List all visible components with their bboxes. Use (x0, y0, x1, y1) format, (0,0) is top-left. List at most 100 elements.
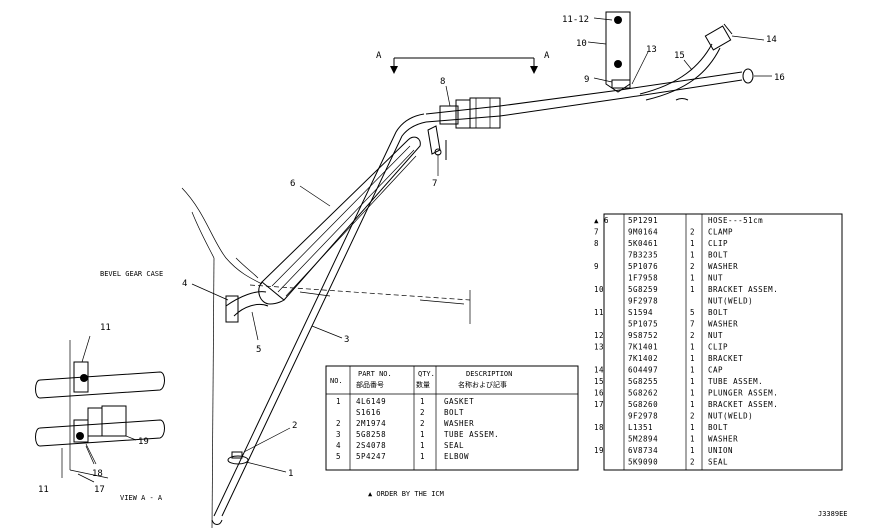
left-row-qty: 2 (420, 408, 425, 417)
right-row-part: 5G8259 (628, 285, 658, 294)
left-row-part: 2M1974 (356, 419, 386, 428)
dipstick-flange (227, 451, 249, 465)
left-row-desc: BOLT (444, 408, 464, 417)
right-row-part: 9F2978 (628, 297, 658, 306)
drawing-number: J3389EE (818, 510, 848, 518)
right-row-qty: 1 (690, 343, 695, 352)
left-table-header-qty-jp: 数量 (416, 380, 430, 389)
right-row-qty: 1 (690, 400, 695, 409)
right-row-part: 5M2894 (628, 435, 658, 444)
right-row-desc: NUT(WELD) (708, 412, 753, 421)
left-row-qty: 1 (420, 452, 425, 461)
section-label-left: A (376, 51, 382, 61)
left-row-desc: GASKET (444, 397, 474, 406)
right-row-no: 7 (594, 228, 599, 237)
right-row-desc: PLUNGER ASSEM. (708, 389, 778, 398)
gear-case-outline (181, 187, 471, 528)
right-row-no: 10 (594, 285, 604, 294)
right-row-desc: BOLT (708, 251, 728, 260)
right-row-qty: 5 (690, 308, 695, 317)
right-row-part: 9S8752 (628, 331, 658, 340)
right-row-part: 5G8255 (628, 377, 658, 386)
right-row-part: 9M0164 (628, 228, 658, 237)
bevel-gear-case-label: BEVEL GEAR CASE (100, 270, 163, 278)
left-table-header-desc: DESCRIPTION (466, 370, 512, 378)
dipstick-tube (211, 113, 427, 525)
callout-11-view-top: 11 (100, 323, 111, 333)
right-row-part: 6O4497 (628, 366, 658, 375)
right-row-no: 19 (594, 446, 604, 455)
right-row-desc: CLIP (708, 239, 728, 248)
left-row-no: 5 (336, 452, 341, 461)
breather-hose (258, 136, 421, 305)
left-row-qty: 1 (420, 430, 425, 439)
right-row-no: 17 (594, 400, 604, 409)
right-row-part: 7B3235 (628, 251, 658, 260)
right-row-no: 11 (594, 308, 604, 317)
clamp-bracket (427, 125, 447, 160)
left-row-qty: 2 (420, 419, 425, 428)
callout-7: 7 (432, 179, 437, 189)
right-row-qty: 1 (690, 389, 695, 398)
callout-13: 13 (646, 45, 657, 55)
left-table-header-desc-jp: 名称および記事 (458, 380, 507, 389)
right-row-qty: 1 (690, 285, 695, 294)
right-row-desc: NUT (708, 331, 723, 340)
callout-4: 4 (182, 279, 187, 289)
right-row-desc: CLIP (708, 343, 728, 352)
callout-11-view-bottom: 11 (38, 485, 49, 495)
right-row-qty: 1 (690, 423, 695, 432)
callout-15: 15 (674, 51, 685, 61)
callout-17: 17 (94, 485, 105, 495)
section-a-a-indicator: A A (376, 51, 550, 74)
left-row-part: 4L6149 (356, 397, 386, 406)
left-row-desc: WASHER (444, 419, 474, 428)
footer-note: ▲ ORDER BY THE ICM (368, 490, 444, 498)
left-row-qty: 1 (420, 441, 425, 450)
callout-11-12: 11-12 (562, 15, 589, 25)
elbow-fitting (225, 291, 269, 323)
right-row-qty: 1 (690, 446, 695, 455)
view-label: VIEW A - A (120, 494, 163, 502)
left-row-desc: TUBE ASSEM. (444, 430, 499, 439)
right-row-qty: 1 (690, 366, 695, 375)
right-row-part: 5K0461 (628, 239, 658, 248)
right-row-desc: UNION (708, 446, 733, 455)
right-row-no: ▲ 6 (594, 216, 609, 225)
left-table-header-no: NO. (330, 377, 343, 385)
left-row-part: 5P4247 (356, 452, 386, 461)
right-row-desc: BRACKET (708, 354, 743, 363)
right-row-desc: BOLT (708, 308, 728, 317)
right-row-desc: WASHER (708, 262, 738, 271)
right-row-qty: 7 (690, 320, 695, 329)
right-row-no: 16 (594, 389, 604, 398)
callout-2: 2 (292, 421, 297, 431)
callout-3: 3 (344, 335, 349, 345)
right-row-desc: BOLT (708, 423, 728, 432)
right-row-qty: 2 (690, 412, 695, 421)
left-table-header-part-jp: 部品番号 (356, 380, 384, 389)
upper-tube-assembly (425, 23, 754, 123)
left-row-desc: ELBOW (444, 452, 469, 461)
callout-18: 18 (92, 469, 103, 479)
right-row-desc: BRACKET ASSEM. (708, 400, 778, 409)
right-row-part: 6V8734 (628, 446, 658, 455)
right-row-no: 18 (594, 423, 604, 432)
right-row-qty: 2 (690, 331, 695, 340)
right-row-desc: WASHER (708, 320, 738, 329)
right-row-no: 8 (594, 239, 599, 248)
right-row-part: L1351 (628, 423, 653, 432)
right-row-no: 14 (594, 366, 604, 375)
callout-8: 8 (440, 77, 445, 87)
right-row-part: 5P1291 (628, 216, 658, 225)
right-row-desc: CLAMP (708, 228, 733, 237)
right-row-part: 5K9090 (628, 458, 658, 467)
callout-14: 14 (766, 35, 777, 45)
right-row-qty: 1 (690, 274, 695, 283)
right-row-no: 15 (594, 377, 604, 386)
right-row-part: S1594 (628, 308, 653, 317)
left-row-no: 1 (336, 397, 341, 406)
